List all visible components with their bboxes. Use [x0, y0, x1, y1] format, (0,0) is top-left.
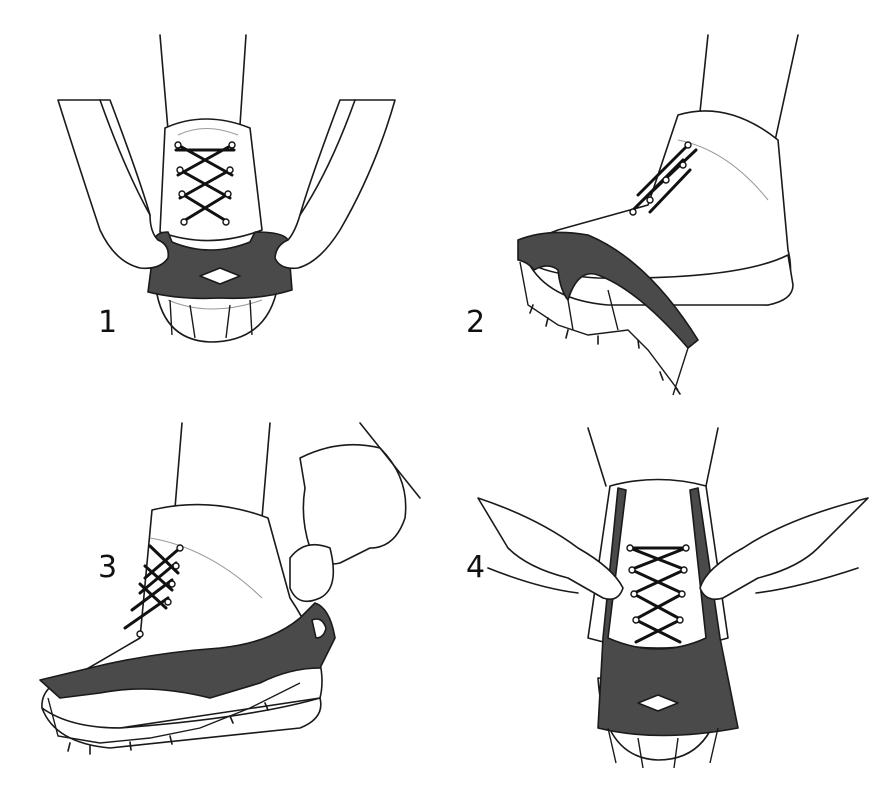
harness-window — [199, 267, 241, 285]
step-4-illustration — [477, 427, 869, 769]
right-hand — [699, 497, 869, 601]
left-hand — [477, 497, 624, 601]
step-number: 1 — [98, 305, 118, 340]
rubber-harness — [517, 231, 699, 349]
step-number: 3 — [98, 550, 118, 585]
step-2-panel: 2 — [438, 0, 876, 398]
step-2-illustration — [517, 34, 799, 396]
laces — [629, 141, 698, 216]
laces — [174, 141, 236, 226]
boot-sole — [41, 697, 322, 749]
step-number: 4 — [466, 550, 486, 585]
spike-chain — [169, 299, 253, 339]
right-hand — [299, 443, 407, 565]
step-3-panel: 3 — [0, 398, 438, 796]
step-1-illustration — [57, 34, 396, 343]
laces — [123, 544, 184, 638]
rubber-harness — [39, 602, 336, 699]
spike-chain — [47, 682, 301, 744]
rubber-harness — [597, 487, 739, 737]
step-1-panel: 1 — [0, 0, 438, 398]
rubber-harness — [147, 231, 293, 300]
step-number: 2 — [466, 305, 486, 340]
step-3-illustration — [39, 422, 421, 755]
left-hand — [289, 543, 335, 603]
step-4-panel: 4 — [438, 398, 876, 796]
spike-chain — [607, 727, 719, 769]
left-hand — [57, 99, 170, 270]
harness-window — [637, 694, 679, 712]
laces — [626, 544, 690, 644]
right-hand — [274, 99, 396, 270]
spike-chain — [519, 261, 689, 396]
